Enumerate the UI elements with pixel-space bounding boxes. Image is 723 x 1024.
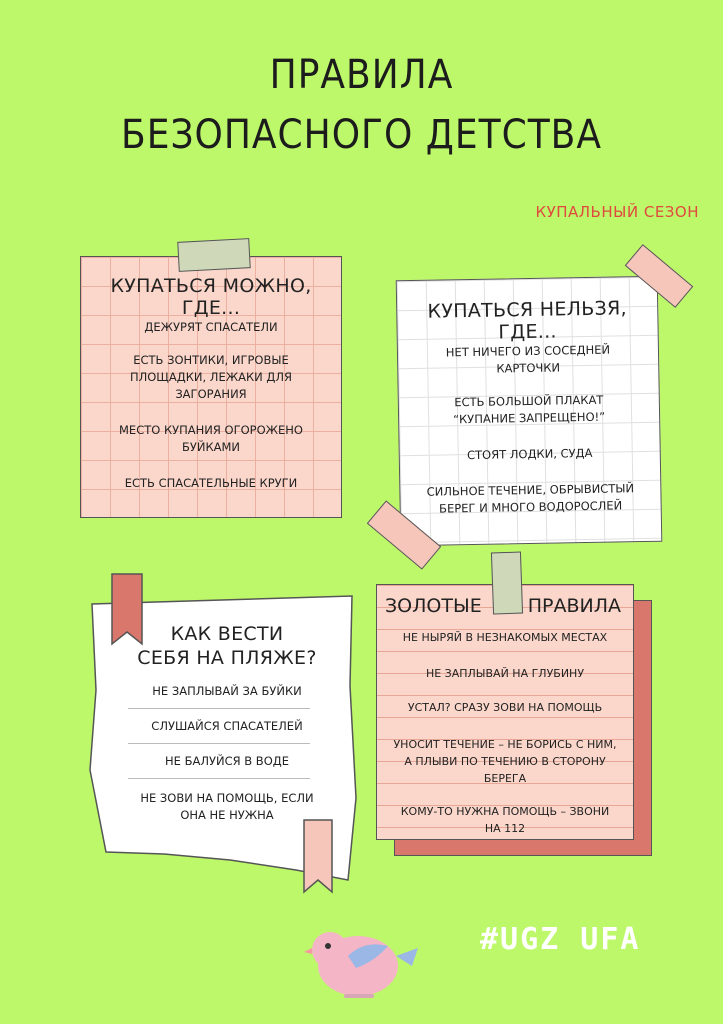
divider-line [128, 708, 310, 709]
card-golden-item: КОМУ-ТО НУЖНА ПОМОЩЬ – ЗВОНИ НА 112 [400, 805, 610, 835]
card-swim-forbidden-item: ЕСТЬ БОЛЬШОЙ ПЛАКАТ “КУПАНИЕ ЗАПРЕЩЕНО!” [452, 392, 606, 427]
card-beach-heading-line-2: СЕБЯ НА ПЛЯЖЕ? [137, 647, 317, 669]
card-golden-item: УСТАЛ? СРАЗУ ЗОВИ НА ПОМОЩЬ [407, 701, 603, 714]
card-beach-heading-line-1: КАК ВЕСТИ [170, 623, 284, 645]
tape-strip [177, 238, 251, 272]
card-swim-allowed-item: МЕСТО КУПАНИЯ ОГОРОЖЕНО БУЙКАМИ [119, 423, 303, 454]
card-swim-allowed-item: ДЕЖУРЯТ СПАСАТЕЛИ [144, 320, 278, 334]
card-swim-forbidden-heading: КУПАТЬСЯ НЕЛЬЗЯ, ГДЕ... [427, 297, 628, 344]
bird-icon [304, 932, 418, 998]
page-title-line-1: ПРАВИЛА [269, 52, 454, 98]
card-swim-allowed-item: ЕСТЬ СПАСАТЕЛЬНЫЕ КРУГИ [124, 476, 298, 490]
card-golden-item: УНОСИТ ТЕЧЕНИЕ – НЕ БОРИСЬ С НИМ, А ПЛЫВ… [393, 738, 617, 785]
card-swim-allowed-heading: КУПАТЬСЯ МОЖНО, ГДЕ... [110, 275, 312, 319]
card-beach-item: НЕ БАЛУЙСЯ В ВОДЕ [165, 754, 289, 768]
card-golden-item: НЕ ЗАПЛЫВАЙ НА ГЛУБИНУ [425, 667, 585, 680]
card-beach-item: НЕ ЗАПЛЫВАЙ ЗА БУЙКИ [152, 684, 302, 698]
tape-strip [490, 551, 524, 615]
card-swim-forbidden-item: СИЛЬНОЕ ТЕЧЕНИЕ, ОБРЫВИСТЫЙ БЕРЕГ И МНОГ… [426, 481, 635, 516]
card-golden-heading-right: ПРАВИЛА [527, 595, 621, 617]
card-swim-forbidden: КУПАТЬСЯ НЕЛЬЗЯ, ГДЕ... НЕТ НИЧЕГО ИЗ СО… [395, 275, 663, 547]
card-beach-item: СЛУШАЙСЯ СПАСАТЕЛЕЙ [151, 719, 303, 733]
torn-paper-card-background [89, 595, 357, 881]
card-golden-rules: ЗОЛОТЫЕ ПРАВИЛА НЕ НЫРЯЙ В НЕЗНАКОМЫХ МЕ… [376, 584, 634, 840]
card-swim-forbidden-item: СТОЯТ ЛОДКИ, СУДА [466, 445, 593, 463]
card-beach-behaviour: КАК ВЕСТИ СЕБЯ НА ПЛЯЖЕ? НЕ ЗАПЛЫВАЙ ЗА … [96, 600, 358, 860]
card-golden-heading-left: ЗОЛОТЫЕ [385, 595, 482, 617]
divider-line [128, 778, 310, 779]
brand-hashtag: #UGZ UFA [480, 922, 641, 957]
page-title-line-2: БЕЗОПАСНОГО ДЕТСТВА [121, 112, 602, 158]
divider-line [128, 743, 310, 744]
card-swim-allowed-item: ЕСТЬ ЗОНТИКИ, ИГРОВЫЕ ПЛОЩАДКИ, ЛЕЖАКИ Д… [129, 353, 293, 401]
card-golden-item: НЕ НЫРЯЙ В НЕЗНАКОМЫХ МЕСТАХ [402, 631, 608, 644]
ribbon-tab-pink [303, 819, 333, 894]
card-swim-allowed: КУПАТЬСЯ МОЖНО, ГДЕ... ДЕЖУРЯТ СПАСАТЕЛИ… [80, 256, 342, 518]
page-subtitle: КУПАЛЬНЫЙ СЕЗОН [535, 203, 699, 221]
card-swim-forbidden-item: НЕТ НИЧЕГО ИЗ СОСЕДНЕЙ КАРТОЧКИ [445, 342, 611, 376]
card-beach-item: НЕ ЗОВИ НА ПОМОЩЬ, ЕСЛИ ОНА НЕ НУЖНА [140, 791, 314, 822]
ribbon-tab-red [111, 573, 143, 646]
